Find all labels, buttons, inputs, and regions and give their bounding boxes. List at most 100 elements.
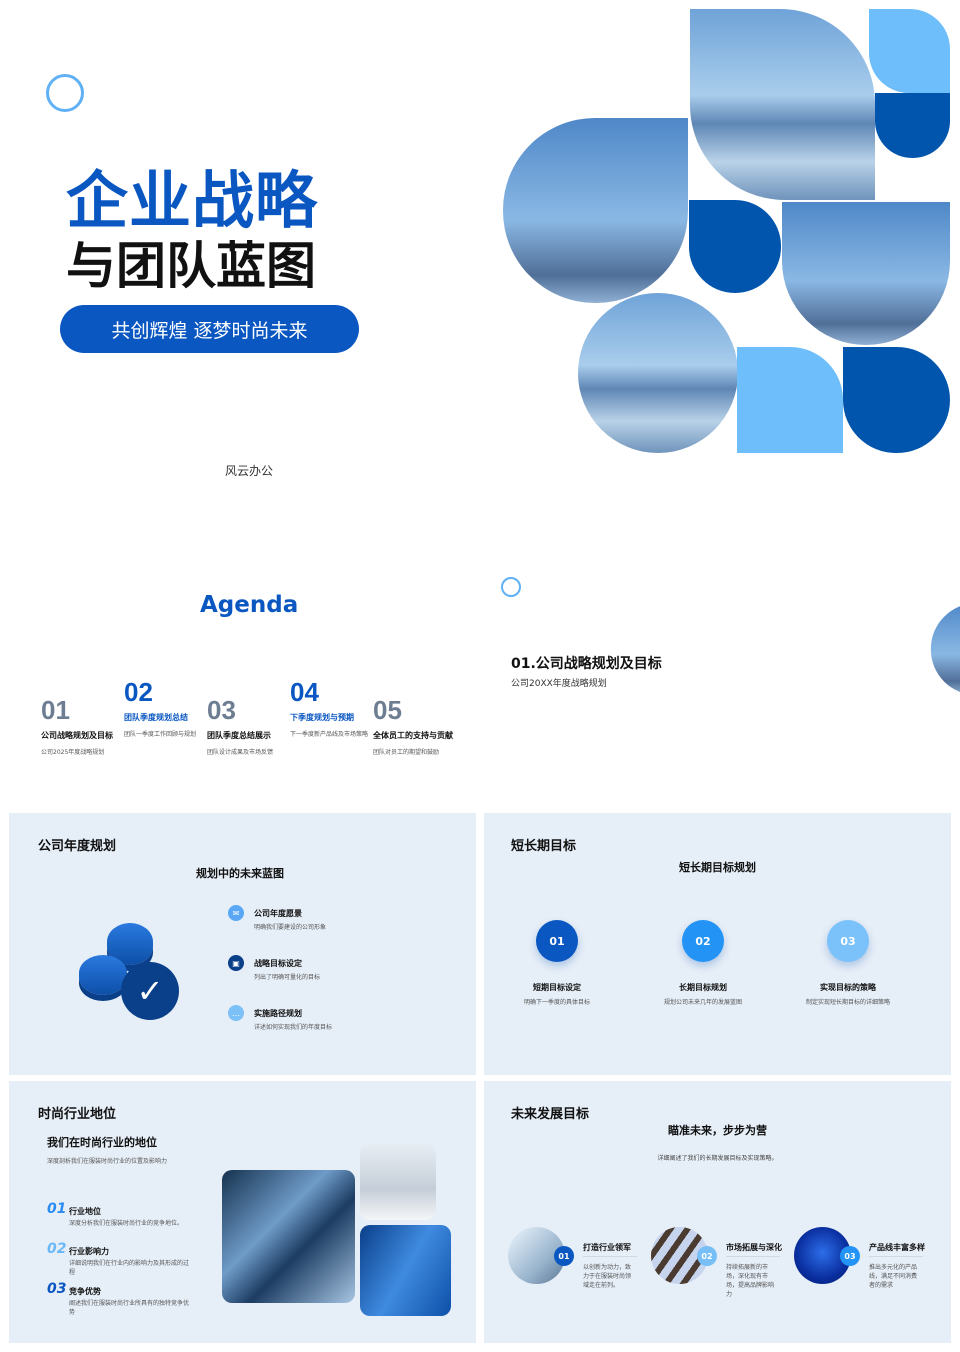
slide-title: 公司年度规划 [38, 839, 117, 854]
briefcase-icon: ▣ [228, 955, 244, 971]
cover-author: 风云办公 [225, 464, 274, 478]
slide-industry[interactable]: 时尚行业地位 我们在时尚行业的地位 深度剖析我们在服装时尚行业的位置及影响力 0… [9, 1081, 476, 1343]
agenda-item-4[interactable]: 04 下季度规划与预期 下一季度新产品线及市场策略 [290, 677, 368, 738]
number-badge: 03 [840, 1246, 860, 1266]
slide-title: 短长期目标 [511, 839, 577, 854]
slide-annual-plan[interactable]: 公司年度规划 规划中的未来蓝图 ✓ ✉ 公司年度愿景 明确我们要建设的公司形象 … [9, 813, 476, 1075]
slide-future[interactable]: 未来发展目标 瞄准未来，步步为营 详细阐述了我们的长期发展目标及实现策略。 01… [484, 1081, 951, 1343]
goal-title: 短期目标设定 [533, 983, 581, 992]
dark-shape [689, 200, 781, 293]
light-shape [869, 9, 950, 93]
item-num: 02 [47, 1241, 67, 1257]
coins-check-icon: ✓ [77, 918, 187, 1028]
goal-number-badge: 01 [536, 920, 578, 962]
number-badge: 01 [554, 1246, 574, 1266]
item-title: 打造行业领军 [583, 1243, 631, 1252]
agenda-item-desc: 下一季度新产品线及市场策略 [290, 731, 369, 738]
slide-subheading: 深度剖析我们在服装时尚行业的位置及影响力 [47, 1158, 168, 1165]
agenda-num: 03 [207, 695, 236, 725]
goal-title: 长期目标规划 [679, 983, 727, 992]
item-desc: 列出了明确可量化的目标 [254, 974, 321, 981]
blue-building-photo [360, 1225, 451, 1316]
item-desc: 阐述我们在服装时尚行业所具有的独特竞争优势 [69, 1300, 190, 1316]
item-title: 市场拓展与深化 [726, 1243, 782, 1252]
city-photo-shape [782, 202, 950, 345]
slide-heading: 瞄准未来，步步为营 [668, 1124, 767, 1137]
agenda-item-1[interactable]: 01 公司战略规划及目标 公司2025年度战略规划 [41, 695, 113, 756]
goal-desc: 明确下一季度的具体目标 [523, 999, 590, 1006]
slide-subheading: 详细阐述了我们的长期发展目标及实现策略。 [657, 1155, 778, 1162]
agenda-num: 01 [41, 695, 70, 725]
agenda-item-title: 团队季度总结展示 [207, 731, 271, 740]
white-building-photo [360, 1144, 436, 1220]
agenda-item-2[interactable]: 02 团队季度规划总结 团队一季度工作回顾与规划 [124, 677, 196, 738]
slide-heading: 我们在时尚行业的地位 [47, 1136, 157, 1149]
mail-icon: ✉ [228, 905, 244, 921]
item-num: 03 [47, 1281, 67, 1297]
agenda-title: Agenda [200, 592, 299, 618]
section-subtitle: 公司20XX年度战略规划 [511, 679, 607, 689]
slide-heading: 短长期目标规划 [679, 861, 756, 874]
section-title: 01.公司战略规划及目标 [511, 656, 662, 672]
city-photo-shape [503, 118, 688, 303]
agenda-item-desc: 公司2025年度战略规划 [41, 749, 105, 756]
cover-title-line2: 与团队蓝图 [66, 237, 316, 295]
agenda-item-title: 公司战略规划及目标 [41, 731, 113, 740]
agenda-item-desc: 团队对员工的期望和鼓励 [373, 749, 440, 756]
ring-decoration-icon [501, 577, 521, 597]
cover-title-line1: 企业战略 [66, 164, 319, 237]
slide-agenda[interactable]: Agenda 01 公司战略规划及目标 公司2025年度战略规划 02 团队季度… [0, 540, 480, 810]
number-badge: 02 [697, 1246, 717, 1266]
agenda-num: 04 [290, 677, 319, 707]
item-title: 战略目标设定 [254, 959, 302, 968]
ring-decoration-icon [46, 74, 84, 112]
agenda-num: 02 [124, 677, 153, 707]
item-desc: 持续拓展新的市场，深化现有市场，提高品牌影响力 [726, 1264, 775, 1298]
agenda-item-desc: 团队一季度工作回顾与规划 [124, 731, 197, 738]
item-title: 行业影响力 [69, 1247, 109, 1256]
slide-title: 时尚行业地位 [38, 1107, 117, 1122]
item-desc: 推出多元化的产品线，满足不同消费者的需求 [869, 1264, 918, 1289]
light-shape [737, 347, 843, 453]
item-desc: 详细说明我们在行业内的影响力及其形成的过程 [69, 1260, 190, 1276]
chat-icon: … [228, 1005, 244, 1021]
slide-section[interactable]: 01.公司战略规划及目标 公司20XX年度战略规划 [480, 540, 960, 810]
goal-number-badge: 03 [827, 920, 869, 962]
goal-title: 实现目标的策略 [820, 983, 876, 992]
item-desc: 以创新为动力，致力于在服装时尚领域走在前列。 [583, 1264, 632, 1289]
slide-goals[interactable]: 短长期目标 短长期目标规划 01 02 03 短期目标设定 明确下一季度的具体目… [484, 813, 951, 1075]
item-title: 产品线丰富多样 [869, 1243, 925, 1252]
slide-heading: 规划中的未来蓝图 [196, 867, 284, 880]
item-title: 公司年度愿景 [254, 909, 302, 918]
glass-building-photo [222, 1170, 355, 1303]
divider [869, 1256, 923, 1257]
agenda-item-5[interactable]: 05 全体员工的支持与贡献 团队对员工的期望和鼓励 [373, 695, 453, 756]
agenda-item-title: 全体员工的支持与贡献 [373, 731, 453, 740]
item-title: 实施路径规划 [254, 1009, 302, 1018]
item-desc: 详述如何实现我们的年度目标 [254, 1024, 333, 1031]
agenda-item-desc: 团队设计成果及市场反馈 [207, 749, 274, 756]
item-desc: 明确我们要建设的公司形象 [254, 924, 327, 931]
agenda-item-title: 团队季度规划总结 [124, 713, 188, 722]
goal-desc: 规划公司未来几年的发展蓝图 [663, 999, 742, 1006]
cover-graphic [0, 0, 960, 540]
section-graphic [681, 545, 960, 813]
item-num: 01 [47, 1201, 67, 1217]
item-desc: 深度分析我们在服装时尚行业的竞争地位。 [69, 1220, 184, 1227]
divider [583, 1256, 637, 1257]
slide-title: 未来发展目标 [511, 1107, 590, 1122]
divider [726, 1256, 780, 1257]
slide-cover[interactable]: 企业战略 与团队蓝图 共创辉煌 逐梦时尚未来 风云办公 [0, 0, 960, 540]
goal-number-badge: 02 [682, 920, 724, 962]
cover-subtitle-pill: 共创辉煌 逐梦时尚未来 [60, 305, 359, 353]
dark-shape [875, 93, 950, 158]
glass-photo-circle [578, 293, 738, 453]
item-title: 竞争优势 [69, 1287, 101, 1296]
goal-desc: 制定实现短长期目标的详细策略 [805, 999, 890, 1006]
agenda-num: 05 [373, 695, 402, 725]
item-title: 行业地位 [69, 1207, 101, 1216]
dark-shape [843, 347, 950, 453]
city-photo-shape [690, 9, 875, 200]
agenda-item-3[interactable]: 03 团队季度总结展示 团队设计成果及市场反馈 [207, 695, 273, 756]
agenda-item-title: 下季度规划与预期 [290, 713, 354, 722]
